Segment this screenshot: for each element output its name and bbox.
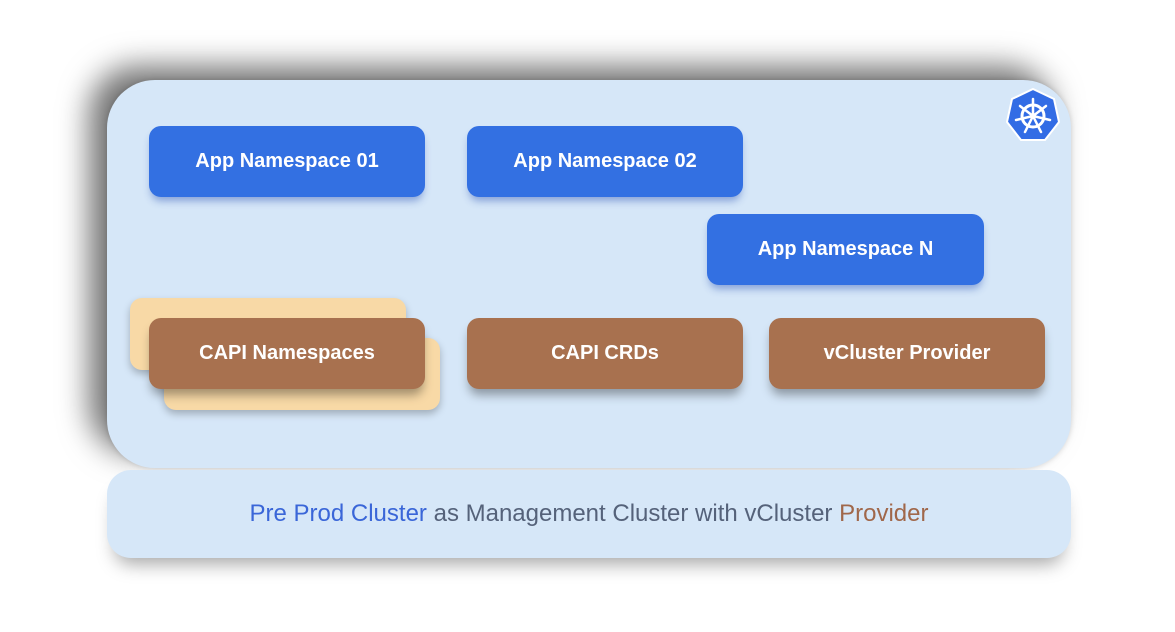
caption-cluster-name: Pre Prod Cluster <box>249 500 427 527</box>
caption-middle: as Management Cluster with vCluster <box>426 500 840 527</box>
caption-provider: Provider <box>839 500 929 527</box>
cluster-caption: Pre Prod Cluster as Management Cluster w… <box>107 470 1071 558</box>
capi-namespaces-box: CAPI Namespaces <box>149 318 425 389</box>
vcluster-provider-box: vCluster Provider <box>769 318 1045 389</box>
vcluster-provider-label: vCluster Provider <box>823 342 991 364</box>
app-namespace-02-label: App Namespace 02 <box>513 150 697 172</box>
app-namespace-02-box: App Namespace 02 <box>467 126 743 197</box>
app-namespace-n-label: App Namespace N <box>757 238 934 260</box>
capi-namespaces-label: CAPI Namespaces <box>199 342 375 364</box>
app-namespace-01-label: App Namespace 01 <box>195 150 379 172</box>
app-namespace-n-box: App Namespace N <box>707 214 984 285</box>
capi-crds-box: CAPI CRDs <box>467 318 743 389</box>
app-namespace-01-box: App Namespace 01 <box>149 126 425 197</box>
capi-crds-label: CAPI CRDs <box>551 342 659 364</box>
kubernetes-icon <box>1005 87 1061 141</box>
